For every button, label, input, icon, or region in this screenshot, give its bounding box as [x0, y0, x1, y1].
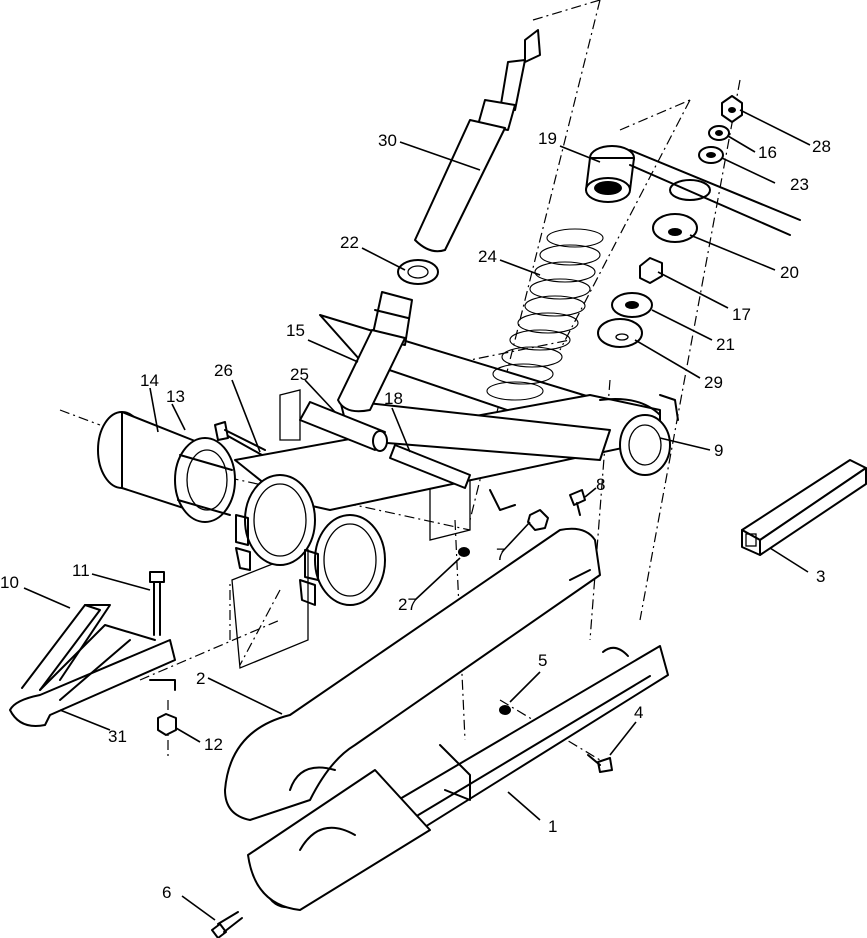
callout-3: 3: [816, 567, 825, 586]
callout-15: 15: [286, 321, 305, 340]
callout-9: 9: [714, 441, 723, 460]
callout-1: 1: [548, 817, 557, 836]
callout-22: 22: [340, 233, 359, 252]
callout-labels: 1 2 3 4 5 6 7 8 9 10 11 12 13 14 15 16 1…: [0, 129, 831, 902]
callout-16: 16: [758, 143, 777, 162]
part-26-bolt: [214, 421, 266, 456]
callout-14: 14: [140, 371, 159, 390]
callout-23: 23: [790, 175, 809, 194]
callout-31: 31: [108, 727, 127, 746]
callout-19: 19: [538, 129, 557, 148]
callout-27: 27: [398, 595, 417, 614]
callout-26: 26: [214, 361, 233, 380]
part-3-square-tube: [741, 459, 867, 556]
callout-8: 8: [596, 475, 605, 494]
callout-11: 11: [72, 561, 90, 580]
callout-7: 7: [496, 545, 505, 564]
callout-20: 20: [780, 263, 799, 282]
part-6-bolt: [211, 911, 243, 938]
callout-29: 29: [704, 373, 723, 392]
part-19-spring-retainer: [585, 145, 635, 203]
callout-18: 18: [384, 389, 403, 408]
callout-6: 6: [162, 883, 171, 902]
tube-clamp-rings: [235, 474, 386, 606]
callout-13: 13: [166, 387, 185, 406]
part-24-spring: [486, 228, 604, 401]
part-12-nut: [157, 713, 177, 736]
part-25-pin: [299, 401, 388, 452]
part-13-bushing-tube: [97, 411, 236, 523]
part-10-bracket: [9, 604, 176, 727]
callout-25: 25: [290, 365, 309, 384]
part-18-shaft: [389, 444, 471, 489]
callout-2: 2: [196, 669, 205, 688]
callout-30: 30: [378, 131, 397, 150]
leader-lines: [23, 109, 811, 921]
part-30-shock-body: [414, 29, 541, 253]
hardware-stack: [597, 95, 801, 348]
callout-10: 10: [0, 573, 19, 592]
callout-4: 4: [634, 703, 643, 722]
callout-24: 24: [478, 247, 497, 266]
part-1-lower-rail: [247, 645, 669, 911]
callout-28: 28: [812, 137, 831, 156]
part-2-cover-housing: [224, 527, 601, 821]
callout-21: 21: [716, 335, 735, 354]
small-fasteners: [458, 489, 613, 773]
part-11-bolt: [149, 571, 165, 636]
callout-12: 12: [204, 735, 223, 754]
callout-5: 5: [538, 651, 547, 670]
part-22-washer: [397, 259, 439, 285]
callout-17: 17: [732, 305, 751, 324]
part-15-lower-shock: [337, 291, 413, 413]
